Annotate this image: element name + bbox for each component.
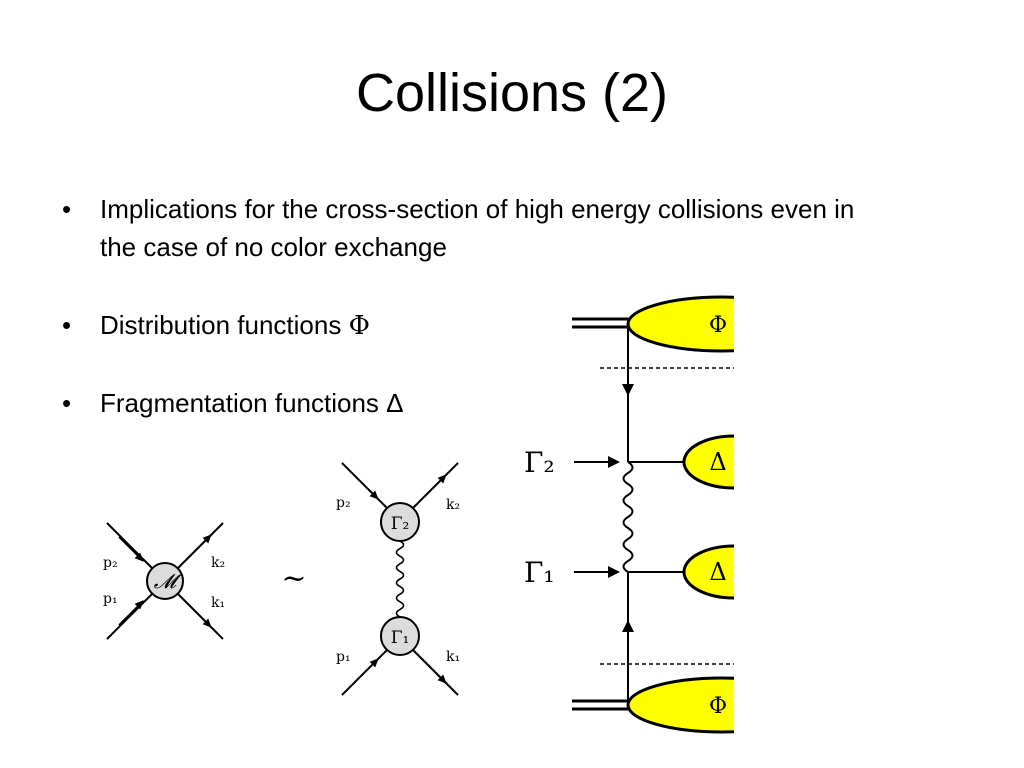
gluon-exchange-line (622, 461, 634, 573)
phi-blob-bottom (626, 676, 734, 734)
vertex-gamma2-label: Γ₂ (391, 514, 410, 534)
bullet-text: Fragmentation functions (100, 388, 379, 418)
similar-symbol-text: ~ (281, 561, 306, 596)
gluon-exchange-line (395, 540, 405, 618)
arrow-p1 (118, 600, 144, 626)
gamma2-label: Γ₂ (524, 446, 555, 479)
slide-title: Collisions (2) (355, 63, 669, 123)
feynman-diagram-exchange: Γ₂ Γ₁ p₂ k₂ p₁ k₁ (336, 462, 460, 696)
delta-symbol: Δ (386, 388, 404, 418)
bullet-marker: • (62, 310, 72, 340)
arrow-k2 (421, 474, 447, 500)
label-k2: k₂ (446, 497, 460, 513)
vertex-gamma1 (380, 616, 420, 656)
arrow-k1 (186, 602, 212, 628)
phi-symbol: Φ (348, 311, 370, 341)
phi-bottom-label: Φ (709, 694, 727, 719)
bullet-fragmentation-functions: • Fragmentation functions Δ (62, 384, 404, 422)
gamma1-label: Γ₁ (524, 556, 555, 589)
bullet-marker: • (62, 194, 72, 224)
delta-blob-bottom (682, 544, 734, 600)
vertex-gamma2 (380, 502, 420, 542)
label-k1: k₁ (446, 649, 460, 665)
bullet-text: Distribution functions (100, 310, 342, 340)
delta-bottom-label: Δ (709, 558, 726, 586)
factorization-diagram: Γ₂ Γ₁ Φ Δ Δ Φ (524, 295, 734, 734)
arrow-k1 (421, 658, 447, 684)
bullet-text: Implications for the cross-section of hi… (100, 194, 855, 262)
phi-top-label: Φ (709, 313, 727, 338)
label-k2: k₂ (211, 555, 225, 571)
arrow-k2 (186, 534, 212, 560)
line-p2 (106, 522, 154, 570)
label-p2: p₂ (103, 555, 118, 571)
line-p1 (106, 592, 154, 640)
similar-symbol: ~ (281, 561, 306, 596)
label-p1: p₁ (336, 649, 351, 665)
delta-blob-top (682, 434, 734, 490)
label-p1: p₁ (103, 591, 118, 607)
bullet-distribution-functions: • Distribution functions Φ (62, 306, 370, 345)
bullet-marker: • (62, 388, 72, 418)
label-p2: p₂ (336, 495, 351, 511)
label-k1: k₁ (211, 595, 225, 611)
vertex-gamma1-label: Γ₁ (391, 628, 410, 648)
feynman-diagram-amplitude: 𝓜 p₂ p₁ k₂ k₁ (103, 522, 225, 640)
arrow-p1 (353, 658, 379, 684)
delta-top-label: Δ (709, 448, 726, 476)
vertex-m (146, 562, 184, 600)
arrow-p2 (118, 536, 144, 562)
bullet-implications: • Implications for the cross-section of … (62, 190, 862, 266)
arrow-p2 (353, 474, 379, 500)
